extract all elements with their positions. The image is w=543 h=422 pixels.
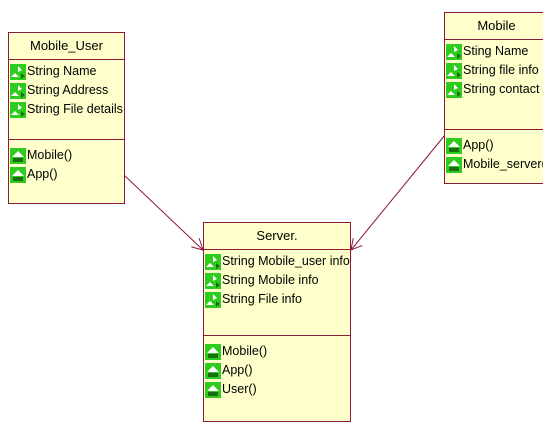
operation-icon	[446, 137, 462, 154]
operations-section: Mobile() App() User()	[204, 336, 350, 399]
attribute-row: String File details	[10, 100, 124, 119]
attribute-row: String File info	[205, 290, 350, 309]
class-name: Server.	[204, 223, 350, 250]
operation-icon	[10, 166, 26, 183]
attributes-section: Sting Name String file info String conta…	[445, 40, 543, 130]
attribute-icon	[446, 81, 462, 98]
operation-icon	[10, 147, 26, 164]
association-mobile-server	[351, 135, 445, 250]
operation-label: App()	[463, 138, 494, 152]
operation-label: Mobile()	[222, 344, 268, 358]
class-server[interactable]: Server. String Mobile_user info String M…	[203, 222, 351, 422]
class-name: Mobile_User	[9, 33, 124, 60]
attributes-section: String Name String Address String File d…	[9, 60, 124, 140]
attribute-row: String Mobile info	[205, 271, 350, 290]
operations-section: App() Mobile_server(	[445, 130, 543, 174]
attribute-icon	[10, 101, 26, 118]
class-mobile[interactable]: Mobile Sting Name String file info Strin…	[444, 12, 543, 184]
attribute-icon	[10, 63, 26, 80]
attribute-row: String contact	[446, 80, 543, 99]
attribute-row: Sting Name	[446, 42, 543, 61]
attribute-icon	[446, 43, 462, 60]
attribute-icon	[205, 291, 221, 308]
attributes-section: String Mobile_user info String Mobile in…	[204, 250, 350, 336]
attribute-row: String Name	[10, 62, 124, 81]
operation-label: App()	[222, 363, 253, 377]
operation-row: App()	[446, 136, 543, 155]
operation-row: App()	[205, 361, 350, 380]
attribute-label: String Mobile_user info	[222, 254, 350, 268]
attribute-label: String contact	[463, 82, 540, 96]
operation-row: Mobile()	[205, 342, 350, 361]
operation-label: Mobile()	[27, 148, 73, 162]
association-mobile-user-server	[124, 175, 203, 250]
operation-row: Mobile_server(	[446, 155, 543, 174]
attribute-icon	[205, 272, 221, 289]
operation-icon	[205, 362, 221, 379]
attribute-row: String Address	[10, 81, 124, 100]
attribute-row: String file info	[446, 61, 543, 80]
attribute-label: String File info	[222, 292, 302, 306]
attribute-label: String Address	[27, 83, 109, 97]
operations-section: Mobile() App()	[9, 140, 124, 184]
attribute-icon	[446, 62, 462, 79]
attribute-row: String Mobile_user info	[205, 252, 350, 271]
class-mobile-user[interactable]: Mobile_User String Name String Address S…	[8, 32, 125, 204]
operation-row: App()	[10, 165, 124, 184]
operation-icon	[446, 156, 462, 173]
operation-icon	[205, 381, 221, 398]
operation-label: App()	[27, 167, 58, 181]
attribute-label: String File details	[27, 102, 123, 116]
attribute-label: String Mobile info	[222, 273, 319, 287]
attribute-label: String file info	[463, 63, 539, 77]
attribute-label: Sting Name	[463, 44, 529, 58]
operation-label: Mobile_server(	[463, 157, 543, 171]
attribute-label: String Name	[27, 64, 97, 78]
class-name: Mobile	[445, 13, 543, 40]
operation-row: User()	[205, 380, 350, 399]
operation-label: User()	[222, 382, 257, 396]
attribute-icon	[205, 253, 221, 270]
operation-row: Mobile()	[10, 146, 124, 165]
attribute-icon	[10, 82, 26, 99]
operation-icon	[205, 343, 221, 360]
